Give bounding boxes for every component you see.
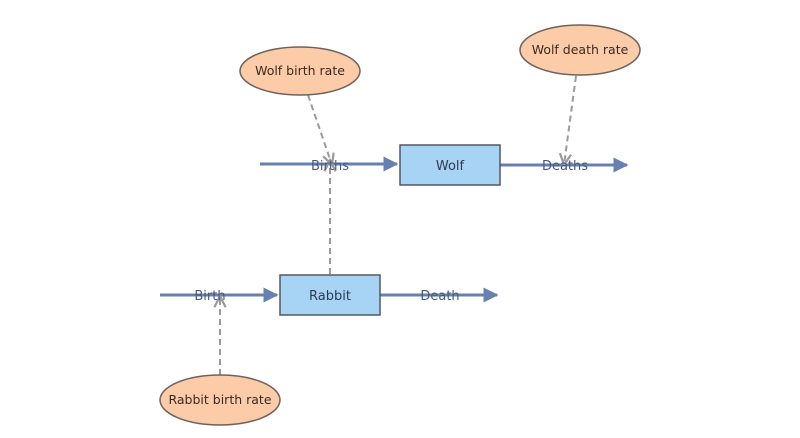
rabbit-death-label: Death bbox=[420, 289, 459, 304]
rabbit-birth-label: Birth bbox=[194, 289, 225, 304]
rabbit-stock-label: Rabbit bbox=[309, 289, 351, 304]
wolf-stock-label: Wolf bbox=[436, 159, 465, 174]
link-wolf-death-rate-to-deaths bbox=[564, 75, 577, 165]
wolf-death-rate-oval bbox=[519, 24, 641, 76]
rabbit-birth-rate-variable[interactable]: Rabbit birth rate bbox=[159, 374, 281, 426]
rabbit-stock-box bbox=[279, 274, 381, 316]
wolf-birth-rate-label: Wolf birth rate bbox=[255, 63, 345, 78]
rabbit-stock[interactable]: Rabbit bbox=[279, 274, 381, 316]
wolf-deaths-label: Deaths bbox=[542, 159, 588, 174]
link-wolf-birth-rate-to-births bbox=[307, 94, 332, 165]
wolf-birth-rate-oval bbox=[239, 46, 361, 96]
wolf-death-rate-label: Wolf death rate bbox=[532, 42, 629, 57]
wolf-stock[interactable]: Wolf bbox=[399, 144, 501, 186]
rabbit-birth-rate-label: Rabbit birth rate bbox=[168, 392, 271, 407]
wolf-births-label: Births bbox=[311, 159, 349, 174]
wolf-death-rate-variable[interactable]: Wolf death rate bbox=[519, 24, 641, 76]
rabbit-birth-rate-oval bbox=[159, 374, 281, 426]
wolf-birth-rate-variable[interactable]: Wolf birth rate bbox=[239, 46, 361, 96]
wolf-stock-box bbox=[399, 144, 501, 186]
